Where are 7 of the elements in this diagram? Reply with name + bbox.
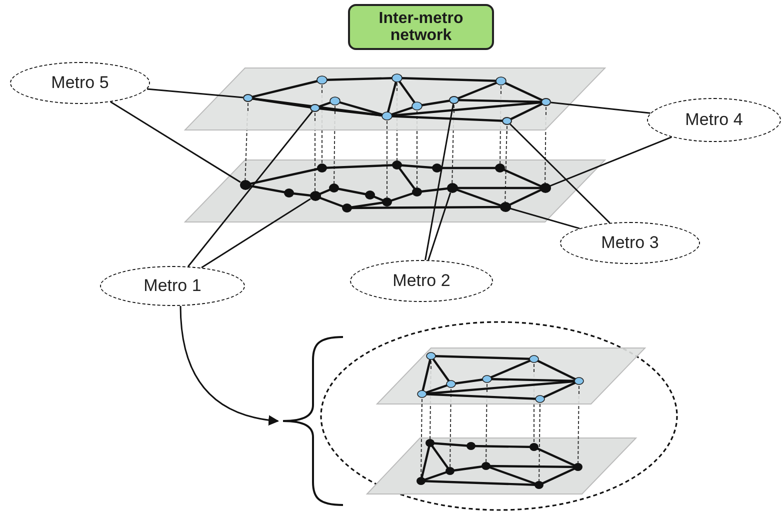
metro-ellipse: Metro 1 <box>100 266 245 306</box>
metro-ellipse: Metro 2 <box>350 260 493 302</box>
network-title-box: Inter-metro network <box>348 4 494 50</box>
metro-ellipse: Metro 4 <box>647 98 781 142</box>
arrow <box>180 306 280 426</box>
metro-ellipse: Metro 5 <box>10 62 150 104</box>
metro-ellipse: Metro 3 <box>560 222 700 264</box>
